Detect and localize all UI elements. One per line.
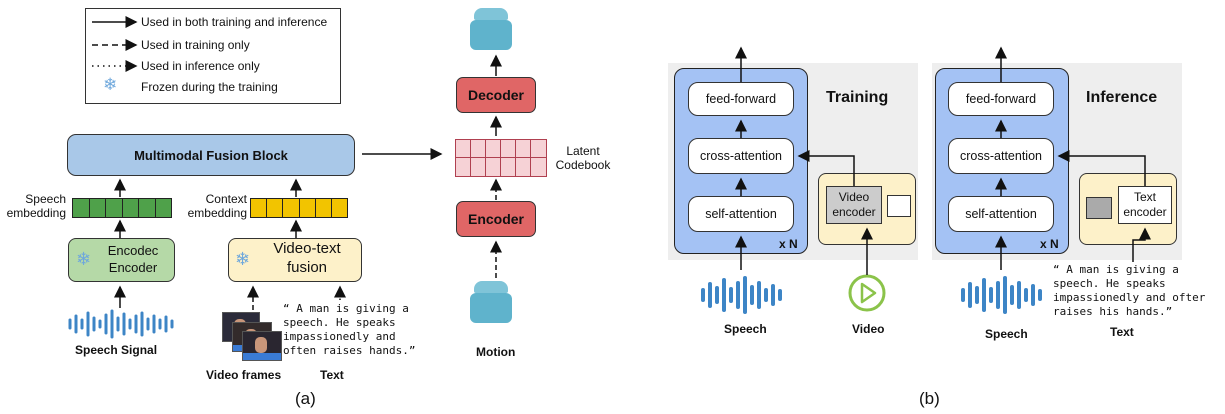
inference-inactive-slot	[1086, 197, 1112, 219]
inference-title: Inference	[1086, 89, 1158, 106]
snowflake-icon: ❄	[103, 75, 118, 94]
speech-embedding-label: Speech embedding	[6, 192, 66, 220]
legend-both-label: Used in both training and inference	[141, 15, 328, 29]
video-frames-image	[222, 312, 282, 361]
training-self-attention: self-attention	[688, 196, 794, 232]
avatar-output-figure	[468, 8, 514, 52]
training-video-label: Video	[852, 322, 885, 336]
motion-label: Motion	[476, 345, 516, 359]
text-label: Text	[320, 368, 344, 382]
encodec-encoder-label: Encodec Encoder	[107, 243, 159, 275]
training-feed-forward: feed-forward	[688, 82, 794, 116]
inference-speech-label: Speech	[985, 327, 1028, 341]
decoder-block: Decoder	[456, 77, 536, 113]
training-repeat-label: x N	[779, 237, 798, 251]
text-quote: “ A man is giving a speech. He speaks im…	[283, 302, 416, 357]
multimodal-fusion-block: Multimodal Fusion Block	[67, 134, 355, 176]
inference-repeat-label: x N	[1040, 237, 1059, 251]
speech-signal-label: Speech Signal	[75, 343, 158, 357]
inference-feed-forward: feed-forward	[948, 82, 1054, 116]
latent-codebook-label: Latent Codebook	[555, 144, 611, 172]
context-embedding-vector	[250, 198, 348, 218]
training-video-encoder-label: Video encoder	[832, 190, 876, 219]
inference-cross-attention: cross-attention	[948, 138, 1054, 174]
training-title: Training	[826, 89, 889, 106]
video-frames-label: Video frames	[206, 368, 282, 382]
training-inactive-slot	[887, 195, 911, 217]
legend-frozen-label: Frozen during the training	[141, 80, 278, 94]
inference-text-quote: “ A man is giving a speech. He speaks im…	[1053, 263, 1206, 318]
speech-embedding-vector	[72, 198, 172, 218]
avatar-input-figure	[468, 281, 514, 325]
training-speech-label: Speech	[724, 322, 767, 336]
video-text-fusion-box	[228, 238, 362, 282]
inference-text-label: Text	[1110, 325, 1134, 339]
caption-a: (a)	[295, 389, 316, 408]
inference-text-encoder	[1118, 186, 1172, 224]
encodec-snowflake-icon: ❄	[76, 249, 92, 269]
legend-training-label: Used in training only	[141, 38, 250, 52]
context-embedding-label: Context embedding	[187, 192, 247, 220]
caption-b: (b)	[919, 389, 940, 408]
inference-self-attention: self-attention	[948, 196, 1054, 232]
training-video-encoder	[826, 186, 882, 224]
legend-inference-label: Used in inference only	[141, 59, 260, 73]
inference-text-encoder-label: Text encoder	[1123, 190, 1167, 219]
fusion-snowflake-icon: ❄	[235, 249, 251, 269]
training-cross-attention: cross-attention	[688, 138, 794, 174]
encoder-block: Encoder	[456, 201, 536, 237]
video-text-fusion-label: Video-text fusion	[273, 240, 341, 276]
encodec-encoder-box	[68, 238, 175, 282]
latent-codebook-grid	[455, 139, 547, 177]
